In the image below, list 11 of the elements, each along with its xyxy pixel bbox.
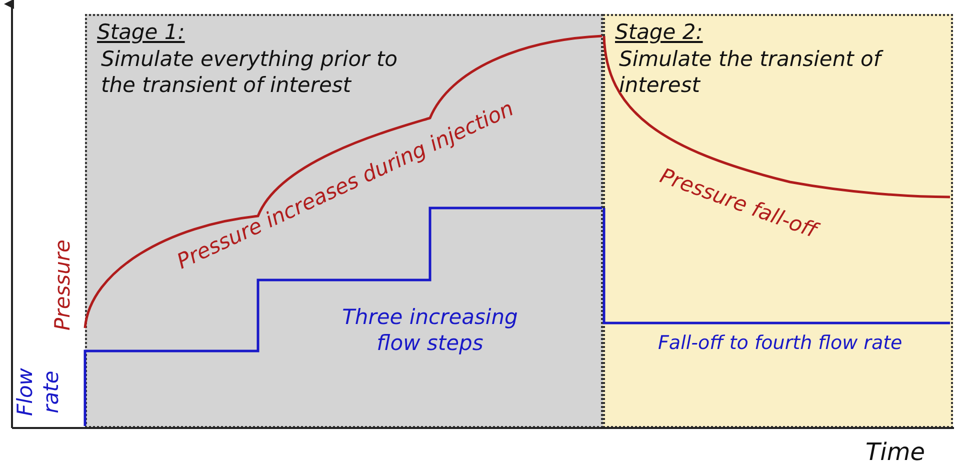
stage-description: Simulate everything prior to the transient of interest: [101, 46, 399, 98]
curve-label: Three increasing flow steps: [341, 304, 519, 356]
stage-panel: [603, 14, 953, 428]
stage-heading: Stage 2:: [615, 20, 703, 44]
stage-description: Simulate the transient of interest: [619, 46, 889, 98]
curve-label: Fall-off to fourth flow rate: [658, 331, 902, 356]
axis-label: Flow rate: [12, 367, 64, 418]
axis-label: Pressure: [48, 240, 75, 330]
stage-panel: [85, 14, 603, 428]
axis-label: Time: [866, 439, 925, 465]
stage-heading: Stage 1:: [97, 20, 185, 44]
